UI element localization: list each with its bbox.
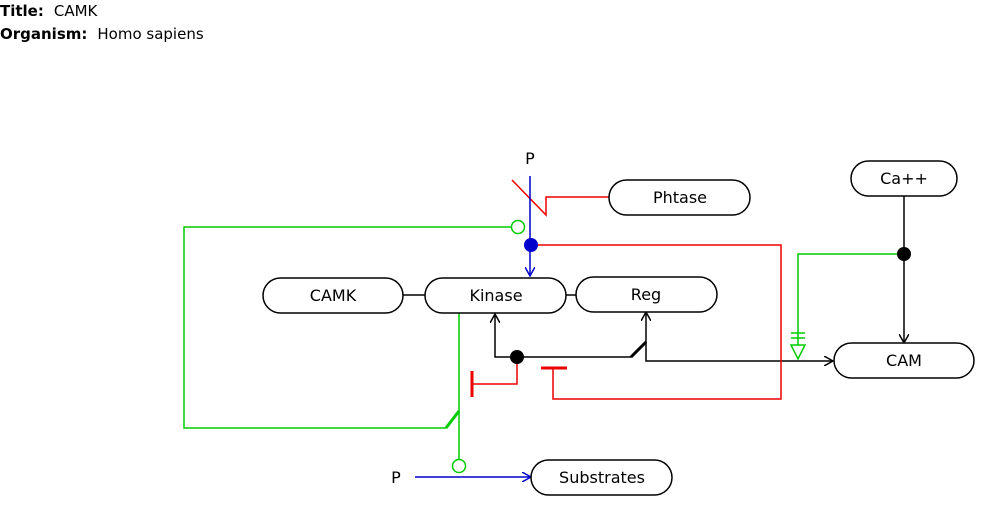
node-phtase-label: Phtase xyxy=(653,188,707,207)
substrate-open-circle-head xyxy=(451,458,467,474)
node-cam-label: CAM xyxy=(886,351,922,370)
phosphate-label-top: P xyxy=(525,149,535,168)
node-substrates[interactable]: Substrates xyxy=(530,459,673,496)
node-reg-label: Reg xyxy=(631,285,661,304)
node-substrates-label: Substrates xyxy=(559,468,645,487)
kinase-feedback-loop xyxy=(183,226,512,429)
phosphate-label-bottom: P xyxy=(391,468,401,487)
complex-to-kinase-edge xyxy=(495,314,517,358)
node-ca[interactable]: Ca++ xyxy=(850,160,958,197)
red-edges xyxy=(472,179,782,400)
node-reg[interactable]: Reg xyxy=(575,276,718,313)
pathway-header: Title: CAMK Organism: Homo sapiens xyxy=(0,0,204,46)
title-row: Title: CAMK xyxy=(0,0,204,23)
phosphate-anchor xyxy=(524,238,538,252)
node-cam[interactable]: CAM xyxy=(833,342,975,379)
ca-cam-anchor xyxy=(897,247,911,261)
phosphate-to-inhibition-edge xyxy=(531,244,782,400)
open-triangle-head xyxy=(789,344,807,361)
complex-to-reg-edge xyxy=(517,312,646,358)
complex-inhibition-edge xyxy=(472,357,518,385)
phtase-dephosphorylation-edge xyxy=(511,179,609,217)
reg-to-cam-edge xyxy=(645,342,833,361)
complex-anchor xyxy=(510,350,524,364)
blue-edges xyxy=(415,176,531,477)
ca-complex-to-cam-edge xyxy=(797,253,904,345)
title-label: Title: xyxy=(0,2,44,20)
node-kinase[interactable]: Kinase xyxy=(424,277,567,314)
bent-edge-accent xyxy=(629,340,648,359)
title-value: CAMK xyxy=(53,2,98,20)
organism-label: Organism: xyxy=(0,25,88,43)
green-bend-accent xyxy=(444,410,461,429)
node-camk[interactable]: CAMK xyxy=(262,277,404,314)
node-phtase[interactable]: Phtase xyxy=(608,179,751,216)
green-edges xyxy=(183,219,904,474)
loop-open-circle-head xyxy=(510,219,526,235)
organism-value: Homo sapiens xyxy=(97,25,204,43)
node-kinase-label: Kinase xyxy=(469,286,522,305)
node-ca-label: Ca++ xyxy=(880,169,928,188)
organism-row: Organism: Homo sapiens xyxy=(0,23,204,46)
node-camk-label: CAMK xyxy=(310,286,357,305)
